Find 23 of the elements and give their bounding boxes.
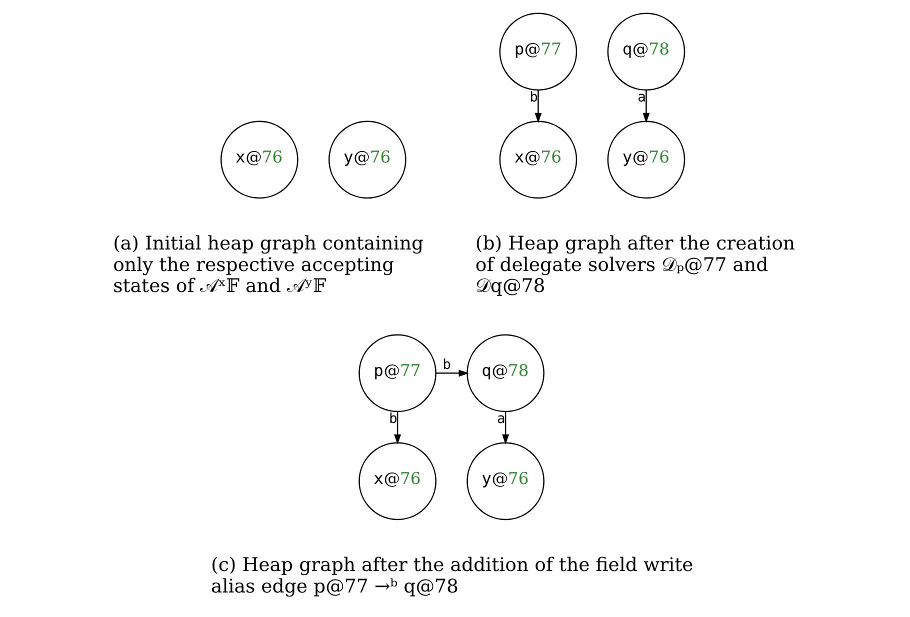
- arrow: [502, 412, 510, 444]
- node-circle: p@77: [499, 12, 578, 91]
- edge-label: a: [497, 410, 506, 427]
- node-circle: q@78: [607, 12, 686, 91]
- label: (b) Heap graph after the creation of delegate solvers 𝒟ₚ@77 and 𝒟q@78: [475, 233, 796, 298]
- node-circle: x@76: [358, 442, 436, 520]
- node-circle: y@76: [466, 442, 544, 520]
- node-circle: x@76: [220, 120, 298, 199]
- label: (c) Heap graph after the addition of the field write alias edge p@77 →ᵇ q@78: [211, 554, 694, 598]
- edge-label: a: [638, 89, 646, 106]
- edge-label: b: [442, 357, 451, 374]
- node-circle: q@78: [466, 334, 544, 412]
- node-circle: y@76: [328, 120, 406, 199]
- edge-label: b: [388, 410, 398, 427]
- node-circle: y@76: [607, 120, 686, 199]
- node-circle: p@77: [358, 334, 436, 412]
- node-circle: x@76: [499, 120, 578, 199]
- label: (a) Initial heap graph containing only the respective accepting states of 𝒜ˣ𝔽 and 𝒜ʸ𝔽: [113, 233, 424, 298]
- arrow: [642, 90, 650, 123]
- edge-label: b: [530, 89, 538, 106]
- arrow: [534, 90, 542, 123]
- arrow: [394, 412, 402, 444]
- arrow: [436, 370, 469, 377]
